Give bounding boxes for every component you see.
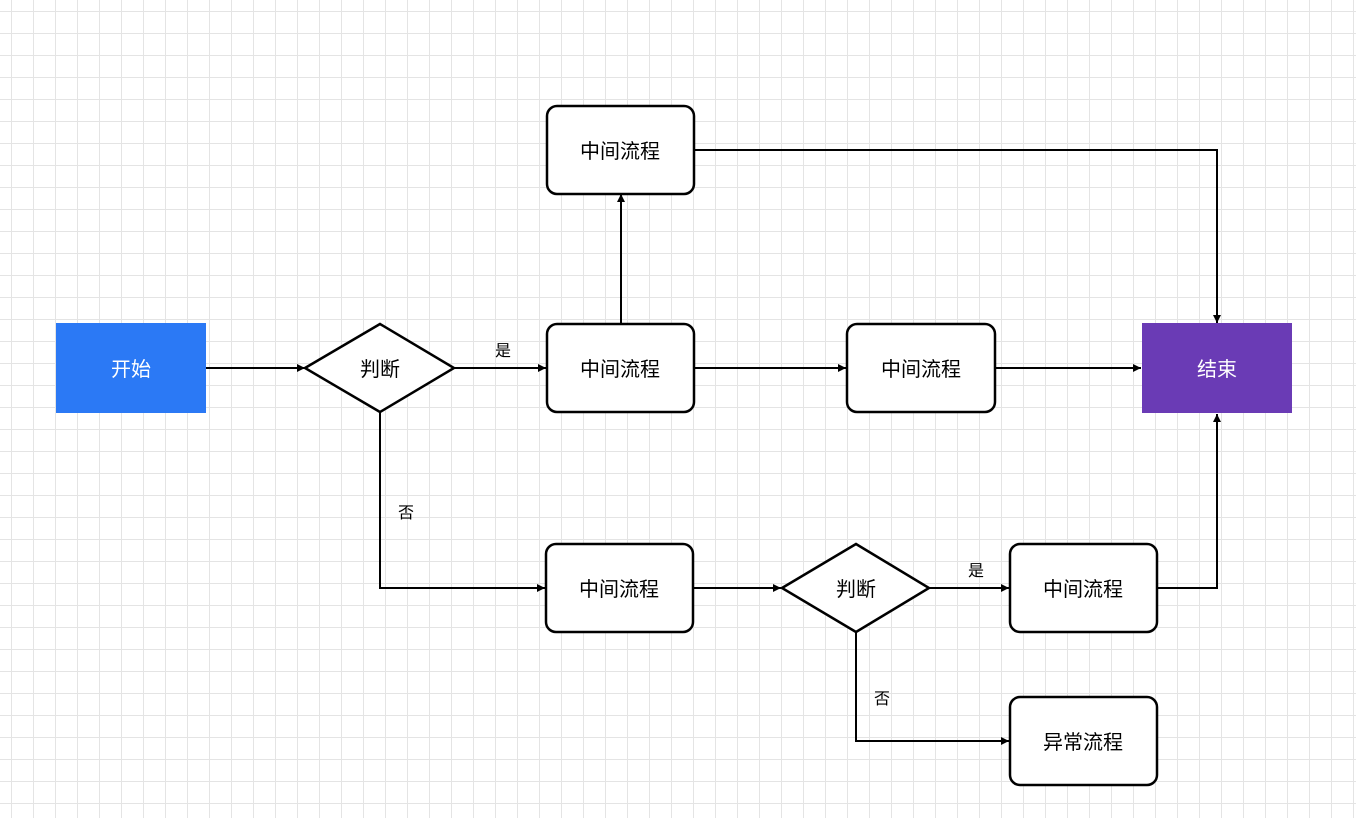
decision-2-label: 判断 [836, 577, 876, 601]
edge-label-d2-yes: 是 [968, 561, 984, 580]
decision-1-label: 判断 [360, 357, 400, 381]
edge-label-d1-no: 否 [398, 503, 414, 522]
edge-top-to-end[interactable] [694, 149, 1221, 323]
process-mid-1-label: 中间流程 [580, 357, 660, 381]
process-node-mid-2[interactable]: 中间流程 [845, 322, 997, 414]
process-bottom-2-label: 中间流程 [1043, 577, 1123, 601]
process-node-top[interactable]: 中间流程 [545, 104, 696, 196]
edge-label-d1-yes: 是 [495, 341, 511, 360]
process-node-bottom-2[interactable]: 中间流程 [1008, 542, 1159, 634]
edge-decision-1-no[interactable] [379, 412, 545, 592]
process-top-label: 中间流程 [580, 139, 660, 163]
process-mid-2-label: 中间流程 [881, 357, 961, 381]
edge-decision-2-no[interactable] [855, 632, 1009, 745]
process-node-bottom-1[interactable]: 中间流程 [544, 542, 695, 634]
decision-node-1[interactable]: 判断 [302, 322, 457, 414]
start-label: 开始 [111, 357, 151, 381]
end-node[interactable]: 结束 [1142, 323, 1292, 413]
end-label: 结束 [1197, 357, 1237, 381]
decision-node-2[interactable]: 判断 [779, 542, 932, 634]
edge-bottom-2-to-end[interactable] [1157, 414, 1221, 589]
exception-label: 异常流程 [1043, 730, 1123, 754]
process-bottom-1-label: 中间流程 [579, 577, 659, 601]
start-node[interactable]: 开始 [56, 323, 206, 413]
edge-label-d2-no: 否 [874, 689, 890, 708]
exception-node[interactable]: 异常流程 [1008, 695, 1159, 787]
process-node-mid-1[interactable]: 中间流程 [545, 322, 696, 414]
